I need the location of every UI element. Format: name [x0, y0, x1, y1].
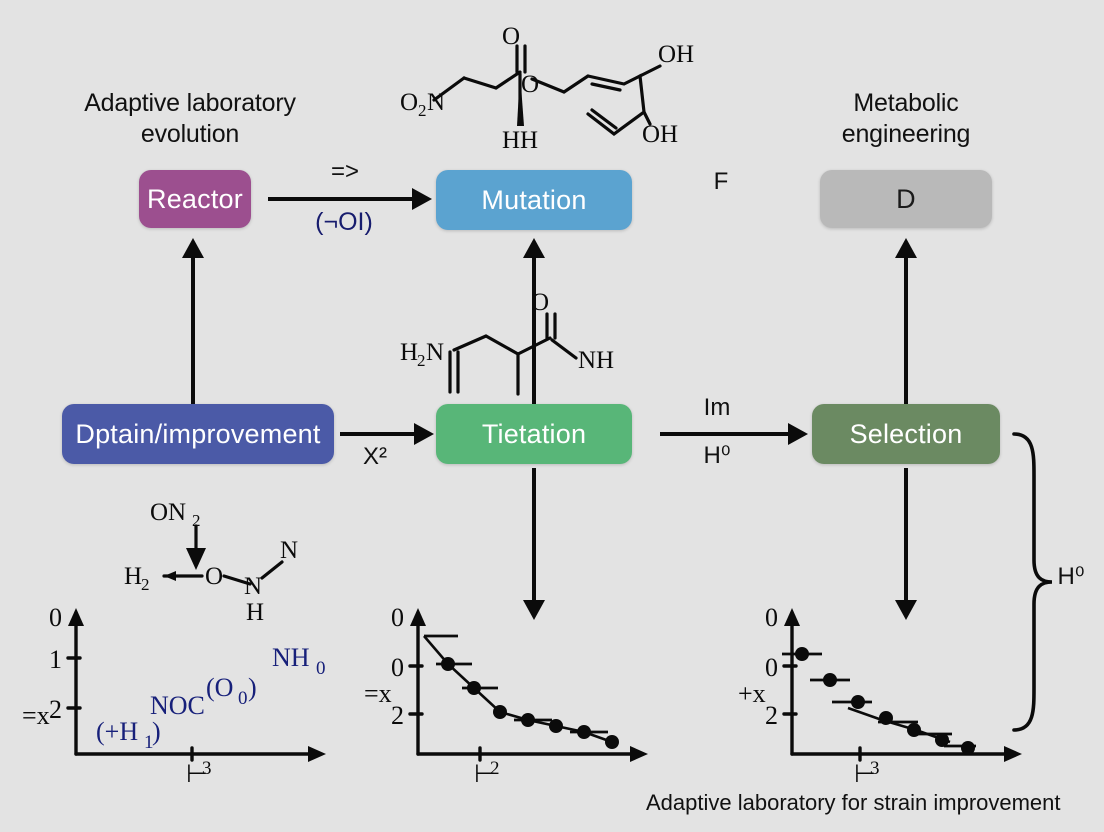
- svg-text:H: H: [400, 339, 418, 366]
- heading-metabolic-engineering: Metabolic engineering: [776, 88, 1036, 149]
- bracket-selection-feedback: [1012, 432, 1056, 732]
- svg-text:NH: NH: [578, 347, 614, 374]
- arrow-reactor-to-mutation-head: [412, 188, 432, 210]
- arrow-titration-to-selection-line: [660, 432, 790, 436]
- chart-left-ytick-1: 1: [49, 645, 62, 674]
- svg-text:N: N: [280, 537, 298, 564]
- chart-right-ytick-0: 0: [765, 603, 778, 632]
- svg-text:H: H: [246, 599, 264, 626]
- process-box-d[interactable]: D: [820, 170, 992, 228]
- svg-text:H: H: [124, 563, 142, 590]
- svg-text:N: N: [426, 339, 444, 366]
- arrow-reactor-to-mutation-line: [268, 197, 414, 201]
- arrow-strain-to-titration-head: [414, 423, 434, 445]
- arrow-titration-to-mutation-head: [523, 238, 545, 258]
- chart-left-annot-noc: NOC: [150, 691, 205, 720]
- arrow-titration-to-selection-head: [788, 423, 808, 445]
- svg-text:O: O: [400, 89, 418, 116]
- chart-left-annot-o0: (O: [206, 673, 233, 702]
- chemical-structure-left: ON 2 H 2 O N H N: [110, 492, 320, 626]
- edge-label-titration-selection-top: Im: [703, 394, 731, 421]
- svg-text:OH: OH: [658, 41, 694, 68]
- chart-right-trend: [847, 706, 951, 744]
- chart-left-ytick-0: 0: [49, 603, 62, 632]
- arrow-titration-to-mutation-line: [532, 258, 536, 404]
- svg-text:N: N: [427, 89, 445, 116]
- svg-text:2: 2: [418, 101, 427, 120]
- edge-label-floating-f: F: [713, 168, 729, 195]
- arrow-selection-to-plot-head: [895, 600, 917, 620]
- chart-left-xlabel-sup: 3: [202, 758, 212, 779]
- svg-text:2: 2: [417, 351, 426, 370]
- arrow-titration-to-plot-head: [523, 600, 545, 620]
- arrow-strain-to-titration-line: [340, 432, 416, 436]
- bracket-label-h0: H⁰: [1057, 563, 1085, 590]
- chart-left-annot-o0-sub: 0: [238, 688, 248, 709]
- chart-right-ylabel: +x: [738, 679, 766, 708]
- figure-caption: Adaptive laboratory for strain improveme…: [646, 790, 1061, 815]
- heading-left-line1: Adaptive laboratory: [84, 89, 296, 117]
- chart-middle-ylabel: =x: [364, 679, 392, 708]
- svg-text:2: 2: [192, 511, 201, 530]
- edge-label-titration-selection-bottom: H⁰: [703, 442, 731, 469]
- heading-adaptive-laboratory-evolution: Adaptive laboratory evolution: [60, 88, 320, 149]
- chart-left-ytick-2: 2: [49, 695, 62, 724]
- process-box-strain-improvement[interactable]: Dptain/improvement: [62, 404, 334, 464]
- arrow-selection-to-d-line: [904, 258, 908, 404]
- heading-right-line2: engineering: [841, 119, 971, 148]
- arrow-titration-to-plot-line: [532, 468, 536, 602]
- chart-right: 0 0 2 ⊢ 3 +x: [736, 596, 1036, 788]
- heading-right-line1: Metabolic: [853, 89, 959, 117]
- svg-text:HH: HH: [502, 127, 538, 154]
- process-box-selection-label: Selection: [849, 418, 963, 449]
- chart-left-annot-h1-sub: 1: [144, 732, 154, 753]
- process-box-strain-improvement-label: Dptain/improvement: [75, 418, 321, 449]
- process-box-reactor[interactable]: Reactor: [139, 170, 251, 228]
- process-box-titration[interactable]: Tietation: [436, 404, 632, 464]
- process-box-titration-label: Tietation: [481, 418, 587, 449]
- chart-left-annot-nh0: NH: [272, 643, 310, 672]
- chart-left-annot-h1: (+H: [96, 717, 138, 746]
- chart-middle-xlabel-sup: 2: [490, 758, 500, 779]
- arrow-strain-to-reactor-line: [191, 258, 195, 404]
- arrow-selection-to-d-head: [895, 238, 917, 258]
- edge-label-strain-titration: X²: [363, 443, 387, 470]
- chemical-structure-top: O O O 2 N HH OH OH: [392, 22, 694, 157]
- svg-text:O: O: [502, 23, 520, 50]
- svg-text:2: 2: [141, 575, 150, 594]
- chart-left-ylabel: =x: [22, 701, 50, 730]
- svg-text:ON: ON: [150, 499, 186, 526]
- arrow-strain-to-reactor-head: [182, 238, 204, 258]
- chart-right-ytick-2: 2: [765, 701, 778, 730]
- chemical-structure-middle: O H 2 N NH: [400, 288, 650, 398]
- chart-right-xlabel: ⊢: [854, 761, 876, 788]
- chart-left-annot-o0-close: ): [248, 673, 257, 702]
- chart-right-points: [795, 647, 975, 755]
- chart-middle-ytick-0: 0: [391, 603, 404, 632]
- chart-left-xlabel: ⊢: [186, 761, 208, 788]
- edge-label-reactor-mutation-top: =>: [330, 158, 360, 185]
- chart-middle-ytick-2: 2: [391, 701, 404, 730]
- chart-middle-ytick-1: 0: [391, 653, 404, 682]
- svg-text:O: O: [205, 563, 223, 590]
- chart-left-annot-nh0-sub: 0: [316, 658, 326, 679]
- process-box-d-label: D: [896, 183, 916, 214]
- svg-text:OH: OH: [642, 121, 678, 148]
- process-box-reactor-label: Reactor: [147, 183, 243, 214]
- edge-label-reactor-mutation-bottom: (¬OI): [315, 208, 373, 236]
- svg-text:O: O: [521, 71, 539, 98]
- chart-middle-points: [441, 657, 619, 749]
- heading-left-line2: evolution: [140, 119, 240, 148]
- chart-left-annot-h1-close: ): [152, 717, 161, 746]
- chart-left: 0 1 2 ⊢ 3 =x NH 0 NOC (O 0 ) (+H 1 ): [20, 596, 350, 788]
- chart-middle: 0 0 2 ⊢ 2 =x: [362, 596, 662, 788]
- chart-middle-xlabel: ⊢: [474, 761, 496, 788]
- process-box-mutation-label: Mutation: [481, 184, 587, 215]
- process-box-mutation[interactable]: Mutation: [436, 170, 632, 230]
- chart-right-ytick-1: 0: [765, 653, 778, 682]
- arrow-selection-to-plot-line: [904, 468, 908, 602]
- svg-text:N: N: [244, 573, 262, 600]
- process-box-selection[interactable]: Selection: [812, 404, 1000, 464]
- chart-right-xlabel-sup: 3: [870, 758, 880, 779]
